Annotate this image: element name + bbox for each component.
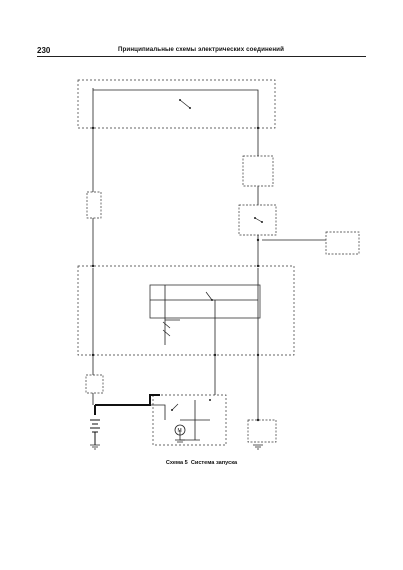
page-number: 230	[37, 46, 51, 55]
wire-starter-ground	[179, 430, 200, 441]
ignition-switch-box	[238, 204, 277, 236]
page-header: Принципиальные схемы электрических соеди…	[118, 46, 284, 53]
header-rule	[37, 56, 366, 57]
starter-motor-box	[152, 394, 227, 446]
figure-caption: Схема 5 Система запуска	[0, 460, 403, 466]
caption-label: Схема 5	[165, 460, 188, 466]
battery-icon	[90, 419, 100, 445]
starter-motor-icon	[174, 424, 186, 436]
wire-inner-left	[164, 285, 180, 345]
switch-contact-icons	[171, 99, 263, 411]
ground-box-right	[247, 419, 277, 443]
relay-module-upper	[242, 155, 274, 187]
wire-top-bus	[93, 89, 259, 128]
transmission-control-box	[77, 265, 295, 356]
fuse-relay-box	[77, 79, 276, 129]
engine-control-box	[325, 231, 360, 255]
svg-text:M: M	[178, 428, 182, 434]
caption-title: Система запуска	[190, 460, 238, 466]
battery-cable	[94, 394, 160, 415]
starter-relay-box	[85, 374, 104, 394]
inhibitor-switch-block	[149, 284, 261, 319]
ground-icon	[90, 439, 263, 450]
connector-dots	[91, 126, 260, 422]
fuse-box-left	[86, 191, 102, 219]
